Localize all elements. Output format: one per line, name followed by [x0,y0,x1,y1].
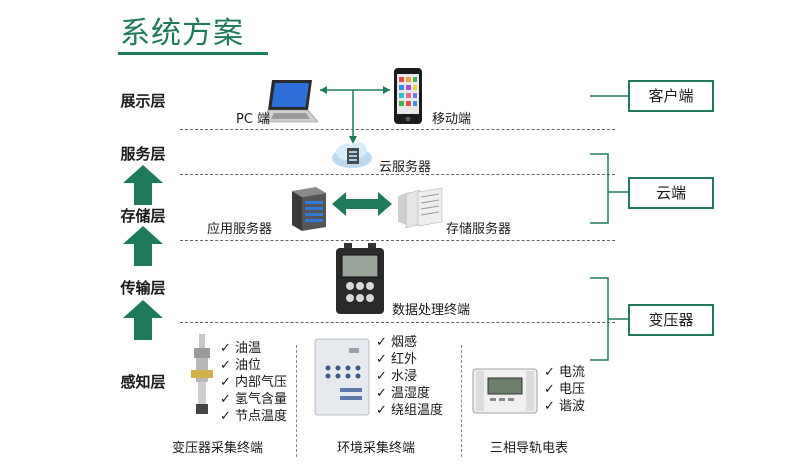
env-terminal-label: 环境采集终端 [337,441,416,456]
measure-item: ✓ 电流 [544,365,586,380]
smartphone-icon [394,68,422,124]
check-icon: ✓ [220,358,231,373]
meter-label: 三相导轨电表 [490,441,569,456]
measure-item: ✓ 谐波 [544,399,586,414]
page-title: 系统方案 [120,16,244,51]
check-icon: ✓ [220,392,231,407]
layer-storage-label: 存储层 [120,207,166,225]
check-icon: ✓ [220,409,231,424]
sensor-probe-icon [191,334,213,414]
data-terminal-label: 数据处理终端 [392,303,471,318]
data-terminal-icon [336,243,384,314]
check-icon: ✓ [376,335,387,350]
measure-item: ✓ 内部气压 [220,375,288,390]
pc-label: PC 端 [236,112,271,127]
check-icon: ✓ [376,352,387,367]
transformer-measure-list: ✓ 油温 ✓ 油位 ✓ 内部气压 ✓ 氢气含量 ✓ 节点温度 [220,340,287,425]
measure-item: ✓ 油温 [220,341,262,356]
bracket-lines [590,95,628,361]
column-separator [296,345,297,457]
measure-item: ✓ 节点温度 [220,409,288,424]
cloud-server-icon [332,142,372,168]
check-icon: ✓ [544,382,555,397]
cloud-box: 云端 [628,177,714,209]
storage-server-label: 存储服务器 [446,222,512,237]
storage-server-icon [398,187,443,229]
up-arrow-icon [123,165,163,205]
app-server-label: 应用服务器 [207,222,273,237]
measure-item: ✓ 绕组温度 [376,403,444,418]
transformer-box: 变压器 [628,304,714,336]
layer-transport-label: 传输层 [120,279,166,297]
title-underline [118,52,268,55]
transformer-terminal-label: 变压器采集终端 [172,441,264,456]
measure-item: ✓ 红外 [376,352,418,367]
env-measure-list: ✓ 烟感 ✓ 红外 ✓ 水浸 ✓ 温湿度 ✓ 绕组温度 [376,334,443,419]
check-icon: ✓ [376,386,387,401]
layer-display-label: 展示层 [120,92,166,110]
measure-item: ✓ 温湿度 [376,386,431,401]
env-terminal-icon [314,338,370,416]
energy-meter-icon [472,368,538,414]
meter-measure-list: ✓ 电流 ✓ 电压 ✓ 谐波 [544,364,585,415]
bidirectional-arrow-icon [332,192,392,216]
layer-separator [180,322,615,323]
check-icon: ✓ [376,403,387,418]
layer-separator [180,174,615,175]
up-arrow-icon [123,300,163,340]
cloud-server-label: 云服务器 [379,160,432,175]
layer-service-label: 服务层 [120,145,166,163]
measure-item: ✓ 氢气含量 [220,392,288,407]
check-icon: ✓ [544,399,555,414]
mobile-label: 移动端 [432,112,472,127]
measure-item: ✓ 油位 [220,358,262,373]
server-icon [292,187,326,231]
laptop-icon [263,80,319,123]
layer-perception-label: 感知层 [120,373,166,391]
layer-separator [180,240,615,241]
measure-item: ✓ 电压 [544,382,586,397]
client-box: 客户端 [628,80,714,112]
check-icon: ✓ [376,369,387,384]
measure-item: ✓ 烟感 [376,335,418,350]
layer-separator [180,129,615,130]
column-separator [461,345,462,457]
check-icon: ✓ [220,341,231,356]
measure-item: ✓ 水浸 [376,369,418,384]
up-arrow-icon [123,226,163,266]
check-icon: ✓ [220,375,231,390]
check-icon: ✓ [544,365,555,380]
connection-arrows [320,86,390,144]
